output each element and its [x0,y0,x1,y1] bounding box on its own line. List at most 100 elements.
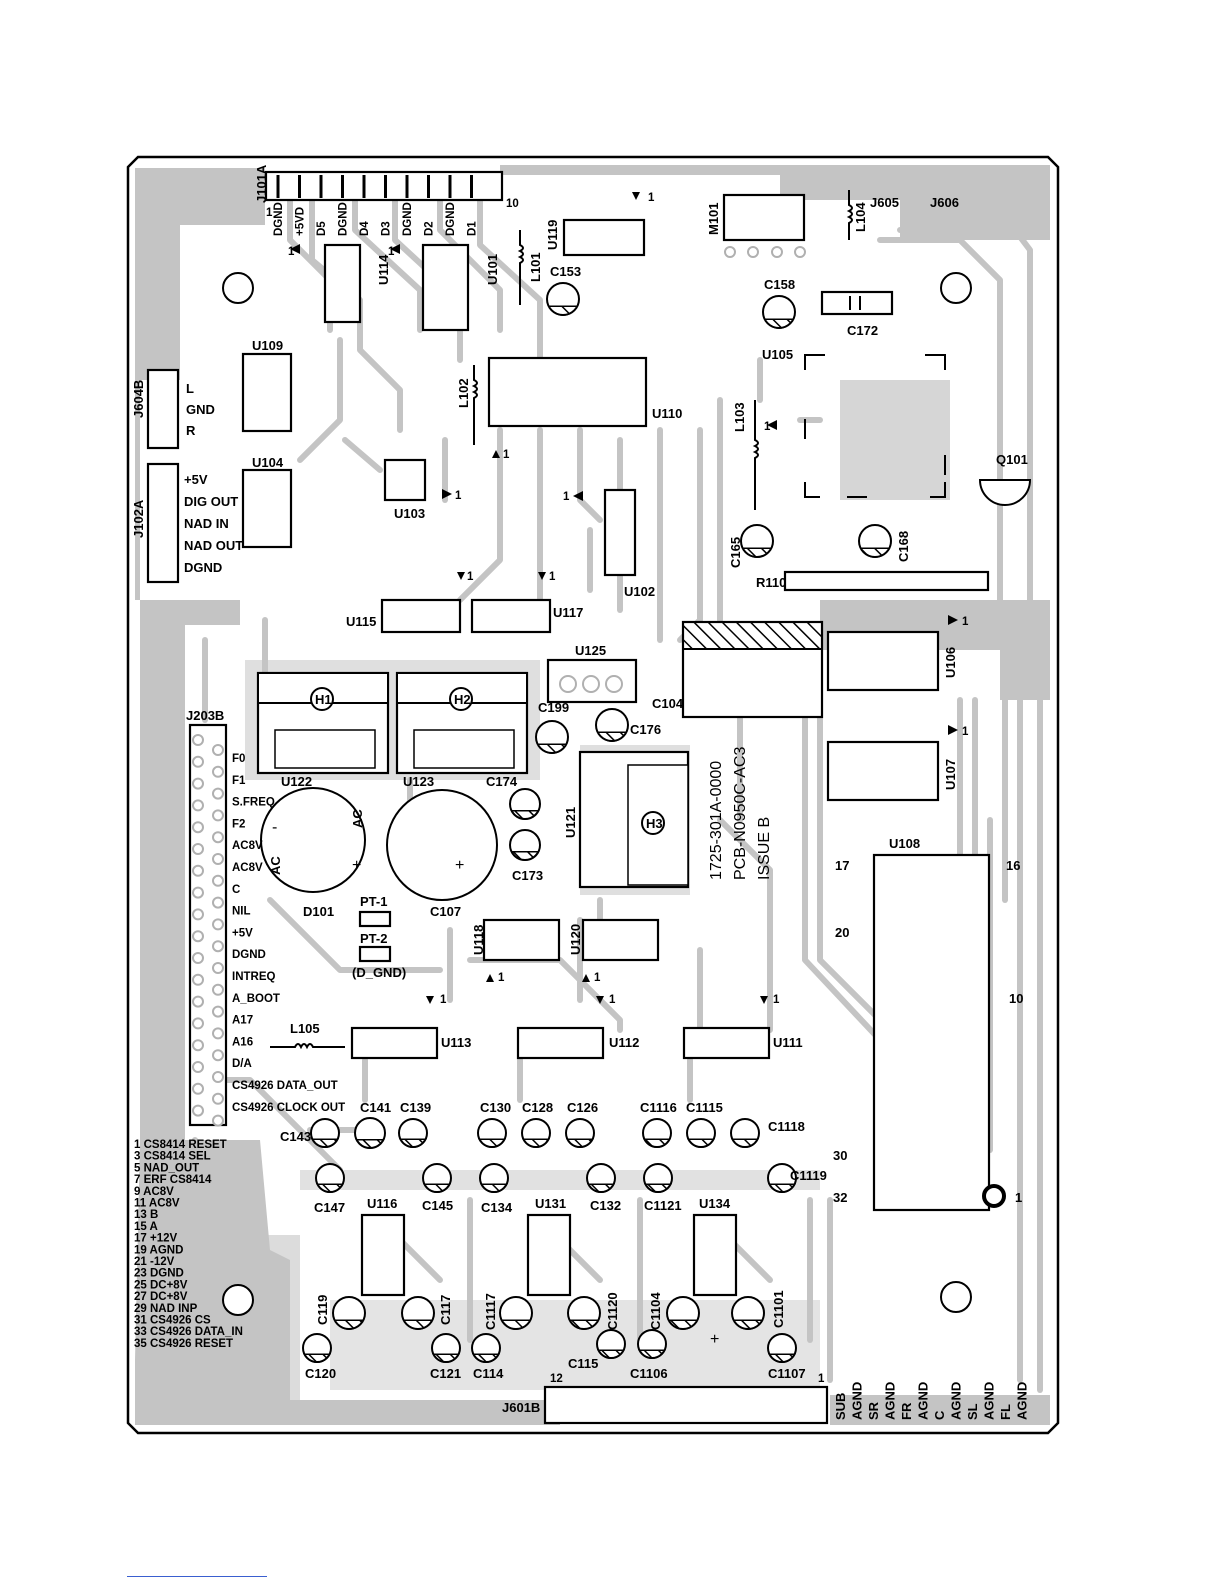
header-pad [192,1082,204,1095]
label-dgnd: (D_GND) [352,965,406,980]
capacitor [315,1163,345,1193]
label-c117: C117 [438,1295,453,1325]
label-u117: U117 [553,605,583,620]
label-c199: C199 [538,700,569,715]
label-c176: C176 [630,722,661,737]
capacitor [354,1117,386,1149]
label-c153: C153 [550,264,581,279]
label-pin1: 1 [503,449,510,461]
label-u104: U104 [252,455,284,470]
label-plus: + [455,857,464,874]
label-l103: L103 [732,402,747,432]
label-pin1: 1 [764,421,771,433]
label-c130: C130 [480,1100,511,1115]
connector-j203b [188,723,228,1127]
header-pad [192,973,204,986]
label-c1118: C1118 [768,1119,805,1134]
header-pad [212,744,224,756]
label-j203-pin: A_BOOT [232,993,280,1005]
header-pad [192,886,204,899]
label-l104: L104 [853,202,868,232]
capacitor [731,1296,765,1330]
label-legend-line: 27 DC+8V [134,1291,188,1303]
label-pin1: 1 [563,491,570,503]
label-u107: U107 [943,759,958,790]
label-legend-line: 35 CS4926 RESET [134,1338,233,1350]
label-c168: C168 [896,531,911,562]
label-pt1: PT-1 [360,894,387,909]
label-u108-pin32: 32 [833,1190,847,1205]
label-j203-pin: A17 [232,1015,253,1027]
label-c143: C143 [280,1129,311,1144]
label-pin1: 1 [498,972,505,984]
label-c1119: C1119 [790,1168,827,1183]
label-pin1: 1 [440,994,447,1006]
mounting-hole [222,272,254,304]
label-pin1: 1 [388,246,395,258]
ic-packages-bottom [350,1026,829,1425]
label-u106: U106 [943,647,958,678]
label-j604-pin: GND [186,402,215,417]
label-plus: + [710,1331,719,1348]
capacitor [332,1296,366,1330]
capacitor [666,1296,700,1330]
label-j601-pin: SUB [833,1393,848,1420]
power-section [256,671,1006,1212]
label-j601-pin: FR [899,1402,914,1420]
label-legend-line: 33 CS4926 DATA_IN [134,1326,243,1338]
label-c174: C174 [486,774,518,789]
capacitor [546,282,580,316]
capacitor [477,1118,507,1148]
label-c128: C128 [522,1100,553,1115]
header-pad [192,930,204,943]
label-u113: U113 [441,1035,471,1050]
label-pin1: 1 [288,246,295,258]
label-c147: C147 [314,1200,345,1215]
label-j101-pin: DGND [273,202,285,236]
label-j601-pin: FL [998,1404,1013,1420]
label-pt2: PT-2 [360,931,387,946]
header-pad [212,874,224,887]
header-pad [212,765,224,778]
header-pad [212,918,224,931]
capacitor [596,1329,626,1359]
header-pad [192,777,204,790]
label-j203b: J203B [186,708,224,723]
label-l105: L105 [290,1021,320,1036]
label-j102-pin: +5V [184,472,208,487]
ic-packages-top [146,193,1032,802]
label-j604-pin: R [186,423,196,438]
label-j601-pin: C [932,1410,947,1420]
capacitor [509,829,541,861]
label-j203-pin: A16 [232,1036,253,1048]
label-j101-pin: DGND [402,202,414,236]
header-pad [212,1114,224,1127]
label-u105: U105 [762,347,793,362]
label-c139: C139 [400,1100,431,1115]
header-pad [192,952,204,964]
label-c114: C114 [473,1366,504,1381]
capacitor [637,1329,667,1359]
label-c115: C115 [568,1356,598,1371]
label-u102: U102 [624,584,655,599]
label-u122: U122 [281,774,312,789]
header-pad [212,1027,224,1040]
label-u119: U119 [545,220,560,250]
label-c173: C173 [512,868,543,883]
label-legend-line: 17 +12V [134,1233,177,1245]
capacitor [642,1118,672,1148]
label-u108: U108 [889,836,920,851]
header-pad [192,995,204,1008]
label-legend-line: 29 NAD INP [134,1303,198,1315]
label-j203-pin: NIL [232,906,251,918]
label-u125: U125 [575,643,606,658]
capacitor [586,1163,616,1193]
capacitor [767,1163,797,1193]
label-j101-pin: DGND [338,202,350,236]
capacitor [740,524,774,558]
label-j101-pin: D4 [359,221,371,236]
label-c120: C120 [305,1366,336,1381]
header-pad [212,853,224,865]
label-u123: U123 [403,774,434,789]
